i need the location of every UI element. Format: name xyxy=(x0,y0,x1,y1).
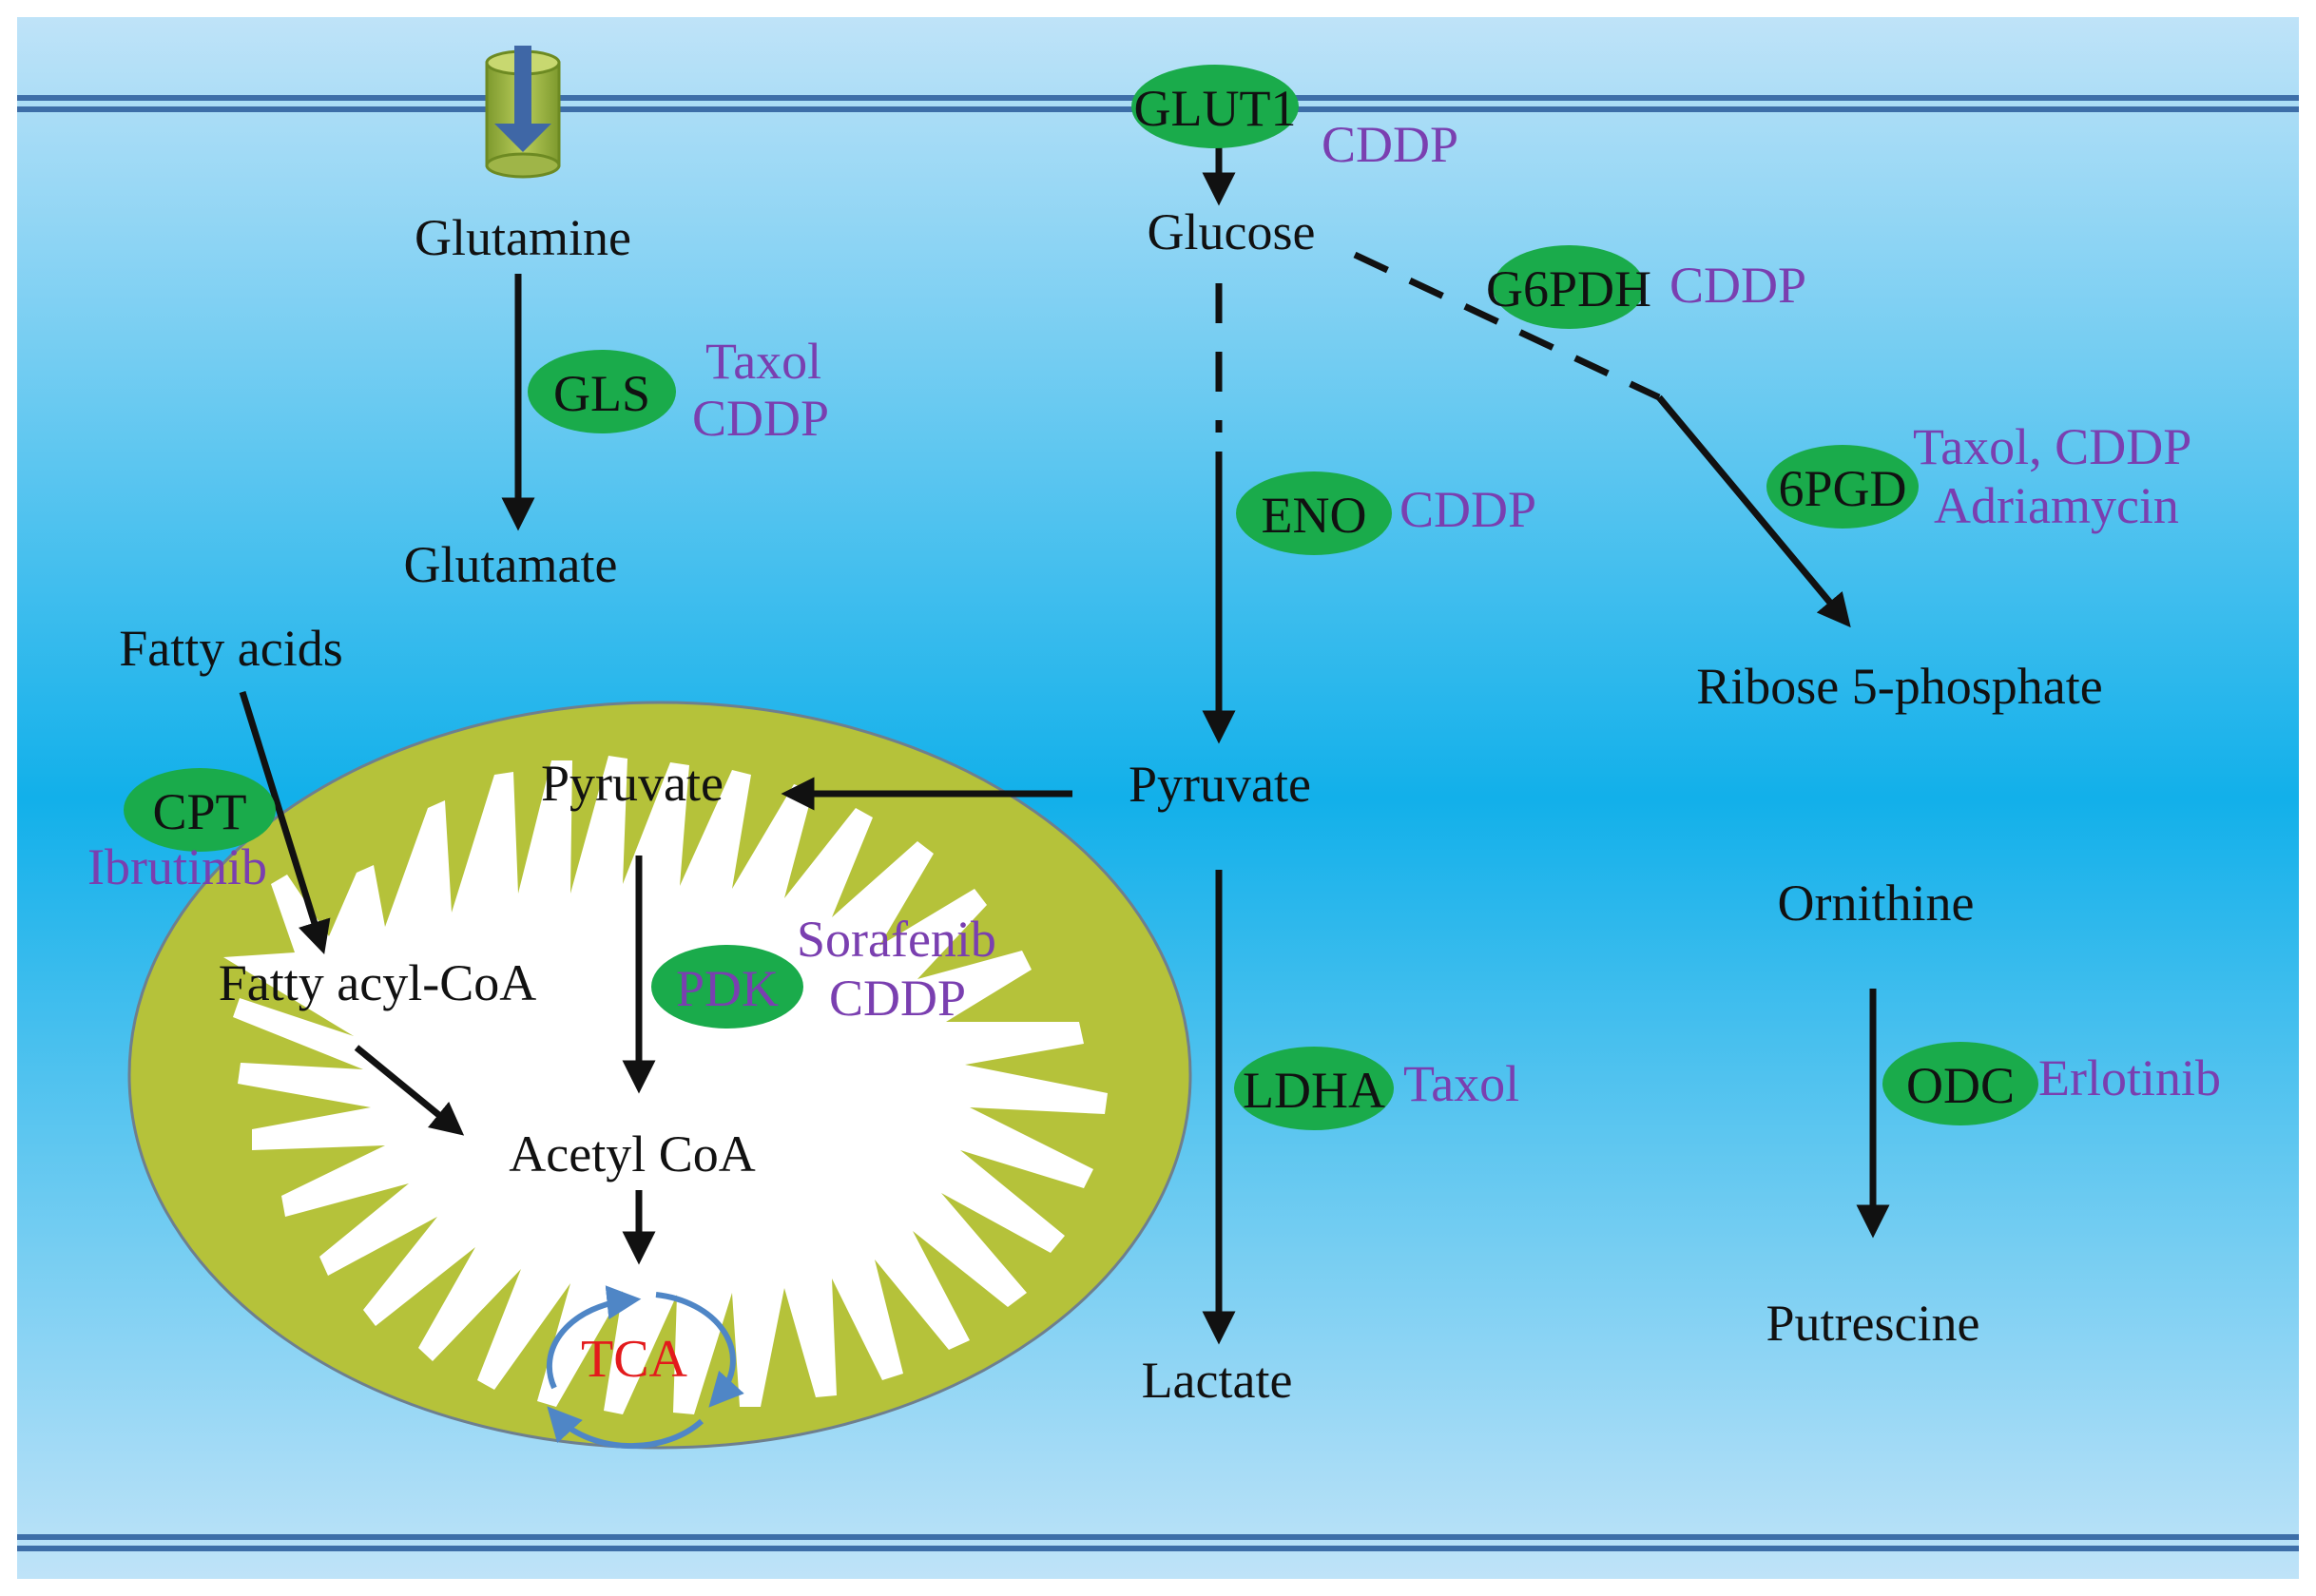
acetyl-coa-label: Acetyl CoA xyxy=(509,1125,755,1183)
pdk-node xyxy=(651,945,803,1029)
pyruvate-cyto-label: Pyruvate xyxy=(1129,756,1311,813)
glutamate-label: Glutamate xyxy=(404,536,618,593)
6pgd-label: 6PGD xyxy=(1778,460,1906,517)
glut1-label: GLUT1 xyxy=(1134,80,1297,137)
ornithine-label: Ornithine xyxy=(1778,875,1975,932)
pdk-drug-label-2: CDDP xyxy=(829,970,966,1027)
odc-label: ODC xyxy=(1906,1057,2015,1114)
gls-node xyxy=(528,350,676,433)
pyruvate-mito-label: Pyruvate xyxy=(541,755,724,812)
enzyme-nodes xyxy=(124,65,2038,1130)
ldha-label: LDHA xyxy=(1243,1062,1385,1119)
ldha-drug-label: Taxol xyxy=(1403,1055,1519,1112)
pdk-drug-label-1: Sorafenib xyxy=(797,911,996,968)
gls-drug-label-2: CDDP xyxy=(692,390,829,447)
tca-label: TCA xyxy=(581,1330,688,1389)
putrescine-label: Putrescine xyxy=(1766,1295,1980,1352)
gls-drug-label-1: Taxol xyxy=(705,333,821,390)
arrow-acylcoa-acetylcoa xyxy=(354,1045,465,1136)
cpt-drug-label: Ibrutinib xyxy=(87,838,267,895)
pathway-arrows xyxy=(239,143,1890,1345)
fatty-acids-label: Fatty acids xyxy=(119,620,342,677)
glut1-drug-label: CDDP xyxy=(1322,116,1458,173)
bottom-membrane xyxy=(17,1534,2299,1551)
eno-drug-label: CDDP xyxy=(1399,481,1536,538)
g6pdh-label: G6PDH xyxy=(1486,260,1651,317)
glut1-node xyxy=(1131,65,1299,148)
ribose-5-phosphate-label: Ribose 5-phosphate xyxy=(1696,658,2102,715)
pdk-label: PDK xyxy=(676,960,779,1017)
6pgd-drug-label-1: Taxol, CDDP xyxy=(1913,418,2191,475)
lactate-label: Lactate xyxy=(1142,1352,1293,1409)
arrow-fattyacids-acylcoa xyxy=(239,690,331,955)
glutamine-transporter-icon xyxy=(485,46,561,179)
cpt-label: CPT xyxy=(152,783,246,840)
mitochondrion xyxy=(127,701,1192,1450)
eno-label: ENO xyxy=(1262,487,1367,544)
g6pdh-node xyxy=(1493,245,1645,329)
pgd6-node xyxy=(1766,445,1919,529)
odc-node xyxy=(1882,1042,2038,1125)
mitochondrion-cristae xyxy=(223,756,1108,1414)
arrow-ppp-ribose xyxy=(1656,394,1851,628)
eno-node xyxy=(1236,471,1392,555)
fatty-acyl-coa-label: Fatty acyl-CoA xyxy=(219,954,536,1011)
6pgd-drug-label-2: Adriamycin xyxy=(1934,477,2179,534)
gls-label: GLS xyxy=(553,365,650,422)
ldha-node xyxy=(1234,1047,1394,1130)
cpt-node xyxy=(124,768,276,852)
g6pdh-drug-label: CDDP xyxy=(1669,257,1806,314)
tca-cycle-icon xyxy=(546,1285,744,1450)
glucose-label: Glucose xyxy=(1148,203,1316,260)
odc-drug-label: Erlotinib xyxy=(2038,1049,2221,1106)
glutamine-label: Glutamine xyxy=(415,209,631,266)
